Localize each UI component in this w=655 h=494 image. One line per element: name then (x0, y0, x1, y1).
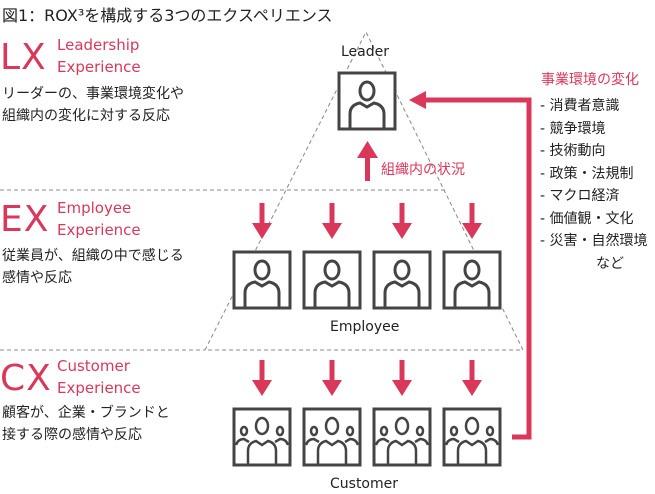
customer-label: Customer (330, 476, 399, 492)
cx-abbr: CX (0, 358, 52, 399)
cx-desc1: 顧客が、企業・ブランドと (2, 405, 170, 421)
employee-label: Employee (330, 319, 400, 335)
ex-desc2: 感情や反応 (2, 270, 72, 286)
env-item: - 技術動向 (540, 143, 606, 159)
env-item: - 災害・自然環境 (540, 233, 648, 249)
lx-line1: Leadership (57, 36, 140, 54)
dashed-guides (0, 30, 524, 351)
env-suffix: など (596, 255, 624, 272)
env-title: 事業環境の変化 (541, 72, 639, 88)
lx-desc2: 組織内の変化に対する反応 (2, 108, 170, 124)
ex-line1: Employee (57, 199, 132, 217)
up-arrow (357, 141, 378, 181)
env-list: - 消費者意識 - 競争環境 - 技術動向 - 政策・法規制 - マクロ経済 -… (540, 95, 648, 275)
lx-abbr: LX (0, 37, 47, 78)
ex-desc1: 従業員が、組織の中で感じる (2, 248, 184, 264)
ex-line2: Experience (57, 221, 141, 239)
cx-desc2: 接する際の感情や反応 (2, 427, 142, 443)
employee-icons (232, 250, 502, 310)
ex-abbr: EX (0, 199, 50, 240)
leader-icon (337, 71, 397, 131)
env-item: - マクロ経済 (540, 188, 620, 204)
org-status-label: 組織内の状況 (381, 162, 465, 178)
customer-icons (232, 407, 502, 467)
env-item: - 消費者意識 (540, 98, 620, 114)
lx-line2: Experience (57, 58, 141, 76)
leader-label: Leader (341, 44, 390, 60)
cx-line1: Customer (57, 357, 130, 375)
env-feedback-arrow (409, 91, 532, 440)
env-item: - 政策・法規制 (540, 165, 634, 182)
lx-desc1: リーダーの、事業環境変化や (2, 86, 184, 102)
env-item: - 競争環境 (540, 120, 606, 137)
env-item: - 価値観・文化 (540, 210, 634, 227)
cx-line2: Experience (57, 379, 141, 397)
figure-title: 図1：ROX³を構成する3つのエクスペリエンス (2, 6, 333, 25)
